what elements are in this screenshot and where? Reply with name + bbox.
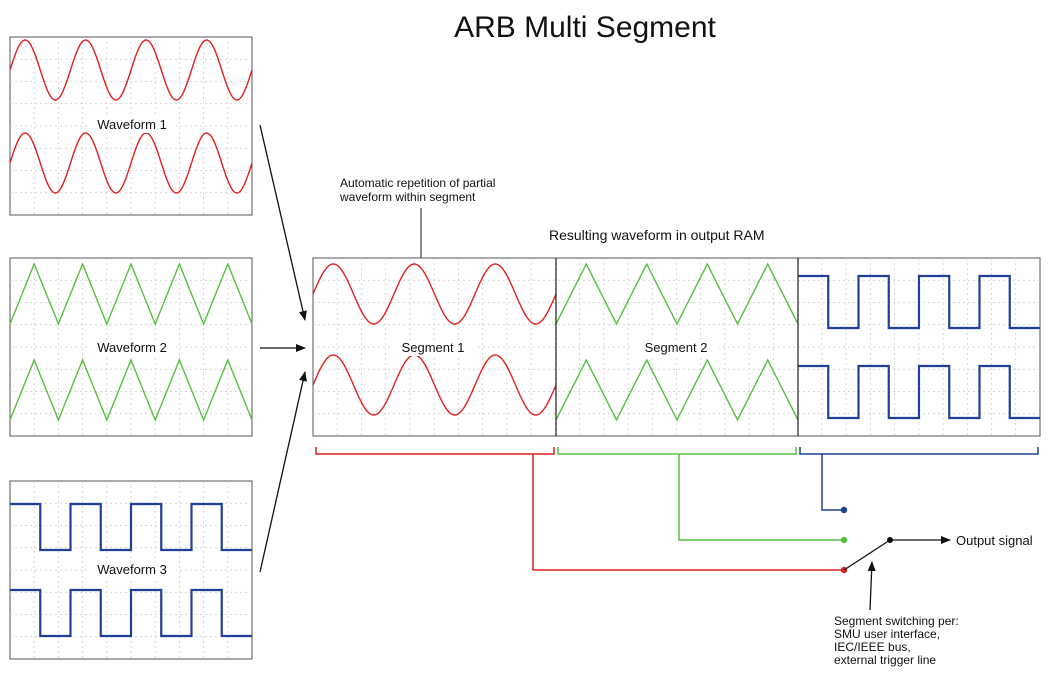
output-signal-label: Output signal	[956, 533, 1033, 548]
segment-2-trace-upper	[555, 262, 799, 326]
waveform-2-panel: Waveform 2	[9, 257, 253, 437]
segment-3-trace-lower	[798, 364, 1040, 420]
waveform-1-trace-upper	[9, 39, 253, 101]
waveform-2-trace-upper	[9, 262, 253, 326]
waveform-1-trace-lower	[9, 132, 253, 194]
segment-2-bracket	[557, 447, 797, 455]
segment-3-bracket	[799, 447, 1039, 455]
switching-text-line-1: Segment switching per:	[834, 614, 959, 628]
segment-2-label-bg	[633, 340, 719, 356]
segment-1-trace-lower	[312, 354, 557, 416]
waveform-1-panel: Waveform 1	[9, 36, 253, 216]
switch-lever	[843, 539, 891, 571]
segment-2-route	[678, 454, 843, 541]
waveform-1-grid	[10, 37, 252, 215]
switching-text-line-4: external trigger line	[834, 653, 936, 667]
waveform-2-label: Waveform 2	[97, 340, 167, 355]
diagram-title: ARB Multi Segment	[454, 11, 716, 44]
repetition-annotation-line-1: Automatic repetition of partial	[340, 176, 495, 190]
segment-1-trace-upper	[312, 263, 557, 325]
waveform-3-trace-upper	[10, 502, 252, 552]
segment-2-trace-lower	[555, 358, 799, 422]
output-ram-label: Resulting waveform in output RAM	[549, 227, 765, 243]
output-ram-panel: Segment 1 Segment 2	[312, 257, 1041, 437]
waveform-2-label-bg	[88, 340, 176, 356]
segment-1-label-bg	[390, 340, 476, 356]
arrow-waveform-1-to-ram	[259, 124, 307, 321]
waveform-2-trace-lower	[9, 358, 253, 422]
waveform-3-label: Waveform 3	[97, 562, 167, 577]
switching-pointer-arrow	[867, 561, 876, 611]
arrow-waveform-3-to-ram	[259, 371, 307, 573]
waveform-3-panel: Waveform 3	[9, 480, 253, 660]
waveform-1-label-bg	[88, 117, 176, 133]
segment-1-bracket	[315, 447, 555, 455]
waveform-1-label: Waveform 1	[97, 117, 167, 132]
segment-2-label: Segment 2	[645, 340, 708, 355]
waveform-3-label-bg	[88, 562, 176, 578]
segment-1-label: Segment 1	[402, 340, 465, 355]
repetition-annotation-line-2: waveform within segment	[339, 190, 476, 204]
waveform-3-trace-lower	[10, 588, 252, 638]
switch-contact-segment-3	[840, 506, 848, 514]
segment-3-trace-upper	[798, 274, 1040, 330]
switching-text-line-3: IEC/IEEE bus,	[834, 640, 911, 654]
segment-3-route	[821, 454, 843, 511]
segment-1-route	[532, 454, 843, 571]
switching-text-line-2: SMU user interface,	[834, 627, 940, 641]
switch-contact-segment-2	[840, 536, 848, 544]
